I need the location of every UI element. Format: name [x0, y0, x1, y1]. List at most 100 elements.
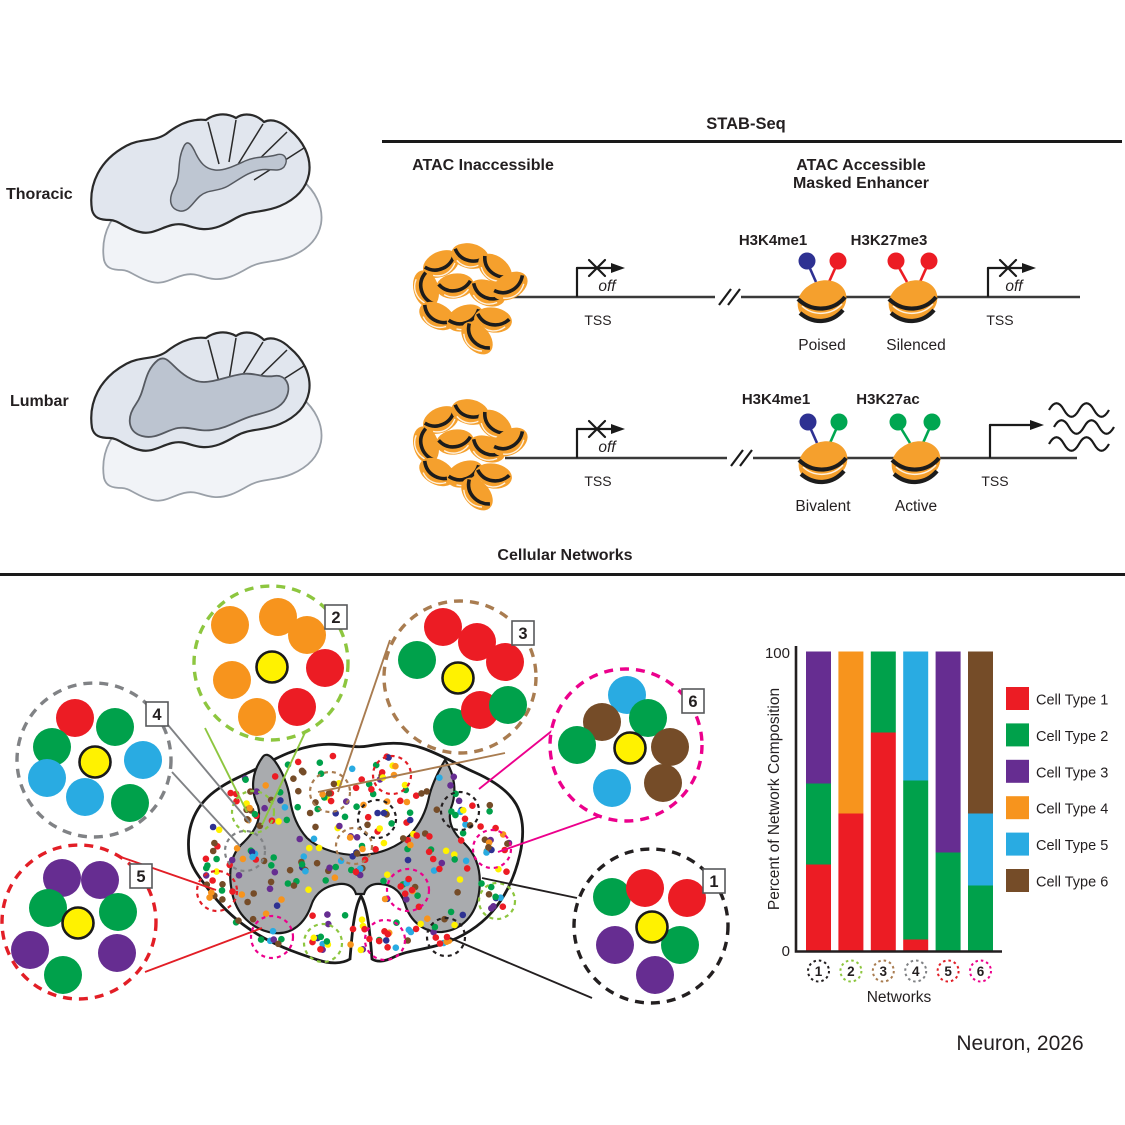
tss-label: TSS: [986, 312, 1013, 328]
cell-dot: [490, 903, 497, 910]
cell-dot: [211, 839, 218, 847]
hub-cell: [635, 910, 669, 944]
cell-dot: [414, 892, 421, 899]
cell-dot: [313, 859, 321, 867]
cell-dot: [316, 759, 324, 766]
cell-dot: [235, 917, 242, 924]
cell-dot: [430, 928, 437, 936]
histone-mark: [923, 413, 941, 431]
cell-dot: [485, 891, 493, 898]
line-break-icon: [713, 287, 743, 307]
cell-dot: [380, 877, 387, 885]
cell-dot: [277, 797, 284, 804]
legend-label: Cell Type 4: [1036, 802, 1108, 818]
cell-dot: [451, 921, 458, 929]
mini-network-ring: [363, 918, 407, 962]
cell: [668, 879, 706, 917]
cell-dot: [275, 940, 282, 948]
ytick-100: 100: [765, 645, 790, 662]
cell-dot: [452, 811, 459, 819]
cell: [593, 769, 631, 807]
cell-dot: [403, 896, 410, 903]
cell-dot: [261, 804, 268, 812]
cell-dot: [478, 880, 485, 887]
cell: [661, 926, 699, 964]
off-label: off: [1005, 278, 1024, 295]
thoracic-label: Thoracic: [6, 186, 73, 203]
cell-dot: [268, 862, 275, 869]
mini-network-ring: [223, 829, 267, 873]
cell-dot: [381, 895, 389, 903]
mini-network-ring: [371, 754, 413, 796]
histone-mark: [920, 252, 938, 270]
network-6-connector: [478, 721, 564, 790]
network-5-connector: [144, 927, 263, 973]
cell-dot: [443, 933, 451, 941]
cell-dot: [460, 807, 467, 814]
cell-dot: [408, 886, 416, 894]
cell: [66, 778, 104, 816]
mini-network-ring: [477, 881, 517, 921]
cell-dot: [219, 881, 226, 888]
cell-dot: [380, 809, 388, 817]
cell-dot: [384, 944, 391, 951]
cell-dot: [270, 854, 278, 861]
tss-label: TSS: [981, 473, 1008, 489]
cell-dot: [412, 925, 420, 933]
cell-dot: [302, 867, 309, 875]
histone-mark: [830, 413, 848, 431]
cell-dot: [341, 813, 349, 821]
cell-dot: [262, 782, 270, 789]
cell-dot: [204, 862, 211, 869]
cell-dot: [246, 804, 253, 812]
network-number-box: [702, 868, 726, 894]
cell-dot: [450, 773, 458, 781]
stabseq-title: STAB-Seq: [706, 115, 785, 133]
network-1: 1: [572, 847, 730, 1005]
legend-swatch: [1006, 759, 1029, 783]
lumbar-section: [90, 331, 323, 502]
cell-dot: [436, 940, 444, 947]
cell: [213, 661, 251, 699]
cell: [238, 698, 276, 736]
stabseq-row-thoracic: off TSS H3K4me1 H3K27me3 Poised Silenced…: [409, 232, 1080, 360]
bar-segment-ct1: [838, 813, 864, 952]
cell-dot: [485, 844, 492, 851]
cell-dot: [461, 815, 469, 823]
cell-dot: [401, 781, 409, 789]
legend-label: Cell Type 2: [1036, 729, 1108, 745]
bar-segment-ct6: [968, 651, 993, 814]
cell-dot: [284, 880, 292, 887]
cell-dot: [382, 937, 390, 944]
cell-dot: [324, 911, 331, 918]
category-ring-1: [807, 959, 830, 983]
cell-dot: [412, 792, 420, 799]
cell-dot: [455, 797, 463, 805]
cell: [43, 859, 81, 897]
bar-segment-ct4: [838, 651, 864, 814]
network-number: 3: [518, 625, 527, 643]
cell-dot: [306, 809, 314, 817]
cell-dot: [238, 891, 246, 898]
bar-segment-ct2: [968, 885, 993, 952]
category-ring-3: [871, 959, 895, 983]
cell-dot: [469, 802, 476, 809]
cell-dot: [388, 820, 395, 827]
atac-accessible-header: ATAC Accessible: [796, 157, 926, 174]
network-2-connector: [204, 727, 248, 813]
cell-dot: [244, 898, 251, 906]
cell-dot: [423, 788, 431, 795]
network-number-box: [324, 604, 348, 630]
cell-dot: [430, 867, 438, 874]
cell-dot: [404, 856, 412, 864]
mini-network-ring: [302, 922, 344, 964]
mini-network-ring: [356, 798, 398, 840]
cell: [489, 686, 527, 724]
cell-dot: [215, 826, 223, 834]
network-4-connector: [171, 771, 241, 847]
cell-dot: [305, 886, 312, 893]
cell-dot: [273, 902, 281, 909]
